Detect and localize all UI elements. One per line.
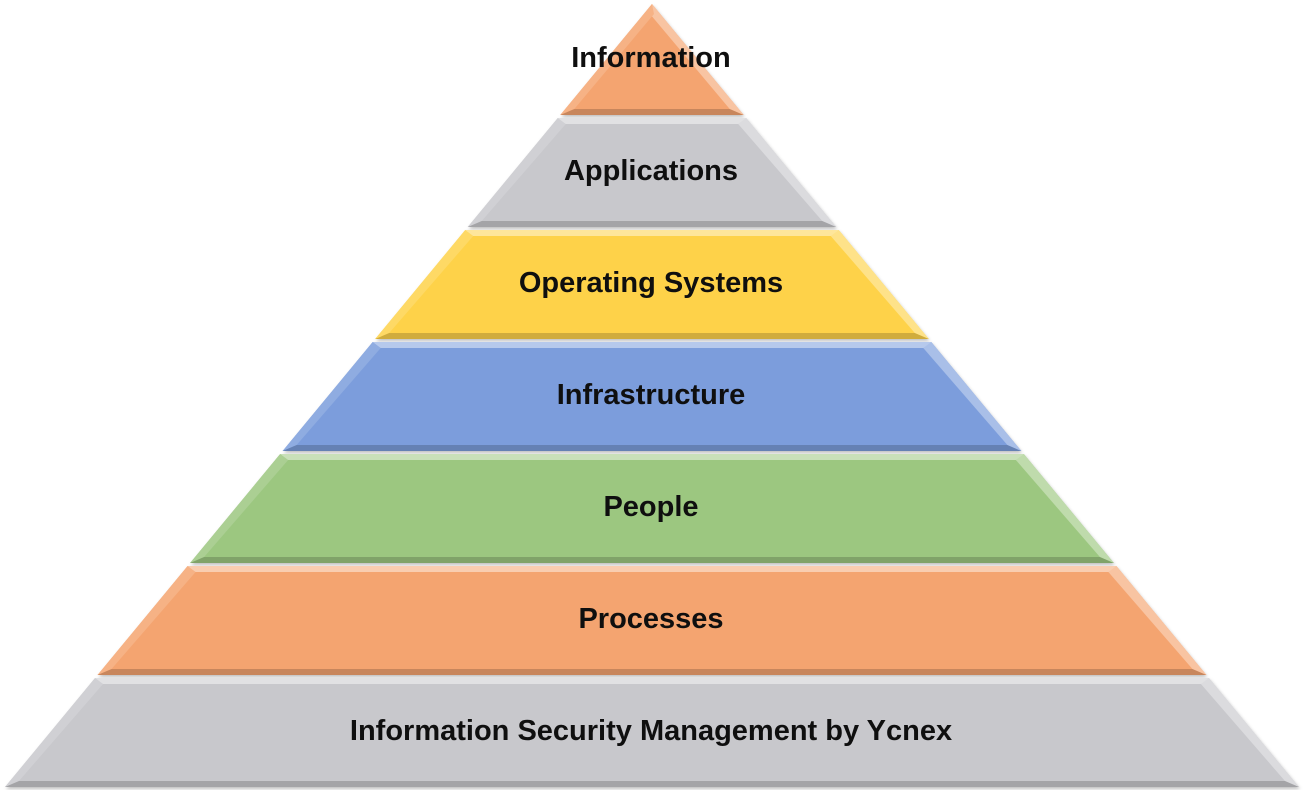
layer-processes-bevel-top bbox=[186, 566, 1118, 572]
layer-ism-bevel-top bbox=[94, 678, 1210, 684]
layer-information-bevel-left bbox=[560, 4, 654, 115]
layer-label-operating-systems: Operating Systems bbox=[519, 267, 783, 299]
layer-processes-bevel-right bbox=[1108, 566, 1207, 675]
layer-infrastructure-bevel-left bbox=[282, 342, 381, 451]
layer-information-bevel-right bbox=[650, 4, 744, 115]
layer-operating-systems-bevel-top bbox=[464, 230, 840, 236]
layer-operating-systems-bevel-left bbox=[375, 230, 474, 339]
layer-processes-bevel-bottom bbox=[97, 669, 1207, 675]
layer-operating-systems-bevel-right bbox=[830, 230, 929, 339]
layer-applications bbox=[467, 118, 837, 227]
layer-information bbox=[560, 4, 744, 115]
layer-label-infrastructure: Infrastructure bbox=[557, 379, 746, 411]
layer-applications-bevel-left bbox=[467, 118, 566, 227]
layer-people-bevel-left bbox=[190, 454, 289, 563]
layer-infrastructure-bevel-right bbox=[923, 342, 1022, 451]
layer-applications-bevel-right bbox=[738, 118, 837, 227]
layer-people-bevel-bottom bbox=[190, 557, 1114, 563]
layer-processes-bevel-left bbox=[97, 566, 196, 675]
layer-people bbox=[190, 454, 1114, 563]
layer-ism bbox=[5, 678, 1299, 787]
layer-people-bevel-right bbox=[1015, 454, 1114, 563]
layer-processes bbox=[97, 566, 1207, 675]
layer-information-bevel-bottom bbox=[560, 109, 744, 115]
layer-ism-bevel-right bbox=[1200, 678, 1299, 787]
layer-operating-systems-bevel-bottom bbox=[375, 333, 929, 339]
layer-operating-systems bbox=[375, 230, 929, 339]
layer-infrastructure-bevel-bottom bbox=[282, 445, 1022, 451]
layer-infrastructure-bevel-top bbox=[371, 342, 933, 348]
layer-ism-bevel-bottom bbox=[5, 781, 1299, 787]
layer-applications-bevel-bottom bbox=[467, 221, 837, 227]
layer-label-people: People bbox=[603, 491, 698, 523]
layer-ism-bevel-left bbox=[5, 678, 104, 787]
layer-label-processes: Processes bbox=[578, 603, 723, 635]
layer-people-bevel-top bbox=[279, 454, 1025, 460]
layer-label-information: Information bbox=[571, 42, 731, 74]
layer-label-ism: Information Security Management by Ycnex bbox=[350, 715, 952, 747]
layer-infrastructure bbox=[282, 342, 1022, 451]
layer-label-applications: Applications bbox=[564, 155, 738, 187]
layer-applications-bevel-top bbox=[556, 118, 748, 124]
